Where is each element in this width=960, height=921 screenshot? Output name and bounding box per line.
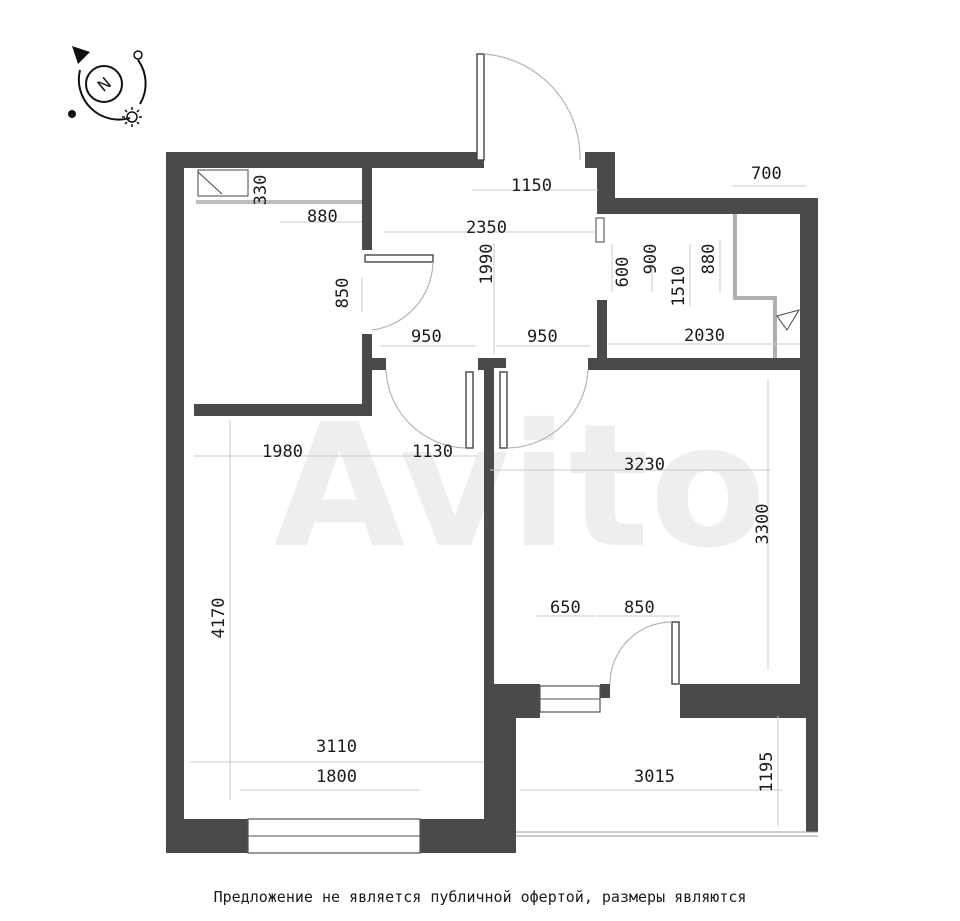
- entrance-door: [476, 53, 485, 161]
- wall: [166, 819, 248, 853]
- wall: [600, 684, 610, 698]
- dim-2030: 2030: [684, 326, 725, 346]
- dim-1195: 1195: [757, 752, 777, 793]
- watermark: Avito: [274, 388, 767, 586]
- walls: [166, 152, 818, 853]
- dim-880: 880: [307, 207, 338, 227]
- balcony-door: [671, 621, 680, 685]
- dim-1150: 1150: [511, 176, 552, 196]
- dimension-lines: [190, 185, 806, 826]
- dim-1990: 1990: [477, 244, 497, 285]
- fixture-valve: [776, 309, 801, 331]
- doors: [364, 53, 680, 685]
- fixtures: [196, 169, 801, 358]
- dim-1980: 1980: [262, 442, 303, 462]
- dim-700: 700: [751, 164, 782, 184]
- dim-4170: 4170: [209, 598, 229, 639]
- wall: [362, 334, 372, 416]
- sun-icon: [122, 107, 142, 127]
- wall: [194, 404, 372, 416]
- wall: [597, 198, 818, 214]
- dim-950-left: 950: [411, 327, 442, 347]
- partition: [773, 296, 777, 358]
- wall: [166, 152, 474, 168]
- wall: [800, 198, 818, 718]
- dim-3300: 3300: [753, 504, 773, 545]
- door: [364, 254, 434, 263]
- wall: [588, 358, 818, 370]
- dim-950-right: 950: [527, 327, 558, 347]
- wall: [680, 684, 818, 718]
- wardrobe: [197, 169, 249, 197]
- door: [465, 371, 474, 449]
- compass-north-icon: N: [68, 46, 147, 121]
- dim-850: 850: [333, 278, 353, 309]
- dim-1510: 1510: [669, 266, 689, 307]
- disclaimer-caption: Предложение не является публичной оферто…: [213, 888, 747, 906]
- wall: [166, 152, 184, 853]
- dim-3230: 3230: [624, 455, 665, 475]
- dim-3110: 3110: [316, 737, 357, 757]
- fixture: [595, 217, 605, 243]
- wall: [484, 358, 494, 688]
- wardrobe-shelf: [196, 200, 362, 204]
- dim-3015: 3015: [634, 767, 675, 787]
- wall: [806, 718, 818, 832]
- dim-900: 900: [641, 244, 661, 275]
- dim-880-b: 880: [699, 244, 719, 275]
- wall: [372, 358, 386, 370]
- dim-650: 650: [550, 598, 581, 618]
- dim-2350: 2350: [466, 218, 507, 238]
- dim-330: 330: [251, 175, 271, 206]
- wall: [597, 300, 607, 360]
- wall: [362, 168, 372, 250]
- dimension-labels: 1150 700 330 880 2350 1990 600 900 1510 …: [209, 164, 782, 792]
- door: [499, 371, 508, 449]
- partition: [733, 214, 737, 300]
- partition: [733, 296, 775, 300]
- windows: [247, 685, 818, 854]
- dim-1130: 1130: [412, 442, 453, 462]
- wall: [484, 684, 516, 853]
- dim-600: 600: [613, 257, 633, 288]
- wall: [494, 358, 506, 368]
- dim-850-b: 850: [624, 598, 655, 618]
- dim-1800: 1800: [316, 767, 357, 787]
